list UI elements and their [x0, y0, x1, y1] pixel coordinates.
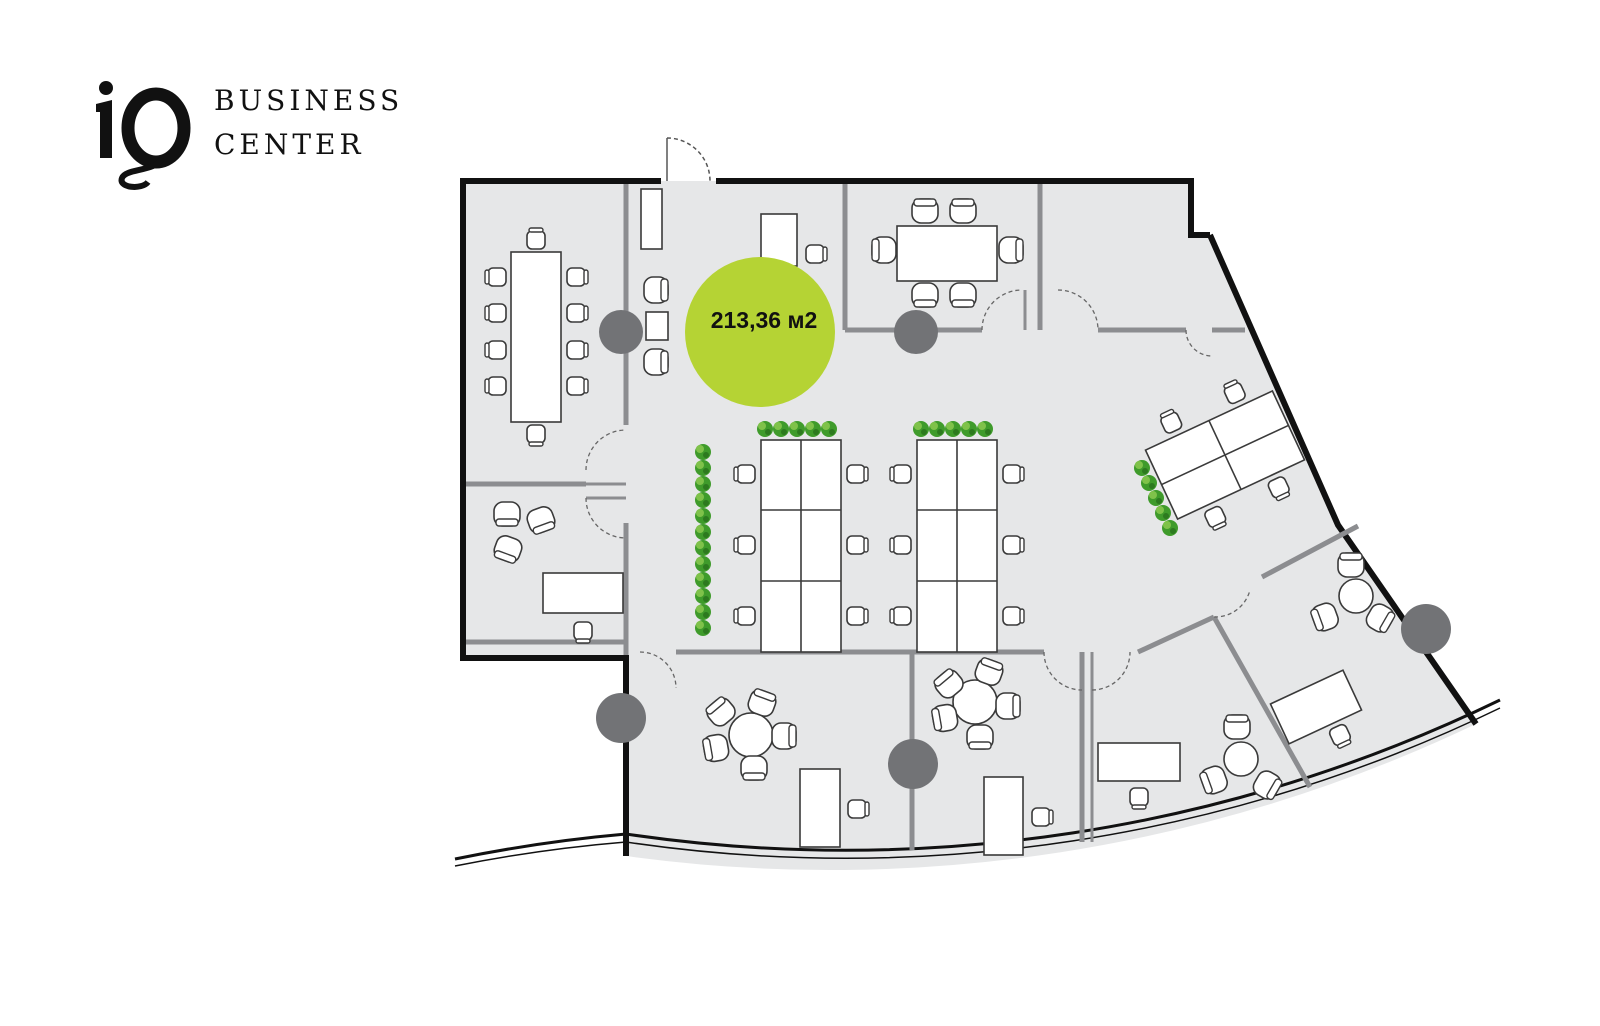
entrance-door — [666, 137, 711, 182]
lounge-room — [490, 501, 624, 644]
area-label: 213,36 м2 — [710, 307, 818, 333]
open-space-desks — [760, 439, 998, 653]
meeting-room-top — [871, 198, 1024, 308]
angled-desks — [1144, 377, 1306, 533]
brand-line-center: CENTER — [214, 128, 365, 161]
brand-logo: BUSINESS CENTER — [86, 72, 399, 192]
lower-right-office — [1269, 552, 1398, 751]
door-swings — [585, 289, 1251, 691]
column-icon — [596, 310, 1451, 789]
area-badge — [685, 257, 835, 407]
conference-room — [484, 227, 589, 447]
bottom-office-left — [701, 686, 870, 848]
brand-line-business: BUSINESS — [214, 84, 404, 117]
curtain-wall — [454, 698, 1501, 867]
middle-right-office — [1097, 714, 1285, 810]
iq-monogram-icon — [96, 81, 191, 190]
bottom-office-middle — [930, 655, 1054, 856]
partitions — [466, 184, 1360, 850]
reception — [640, 188, 828, 376]
